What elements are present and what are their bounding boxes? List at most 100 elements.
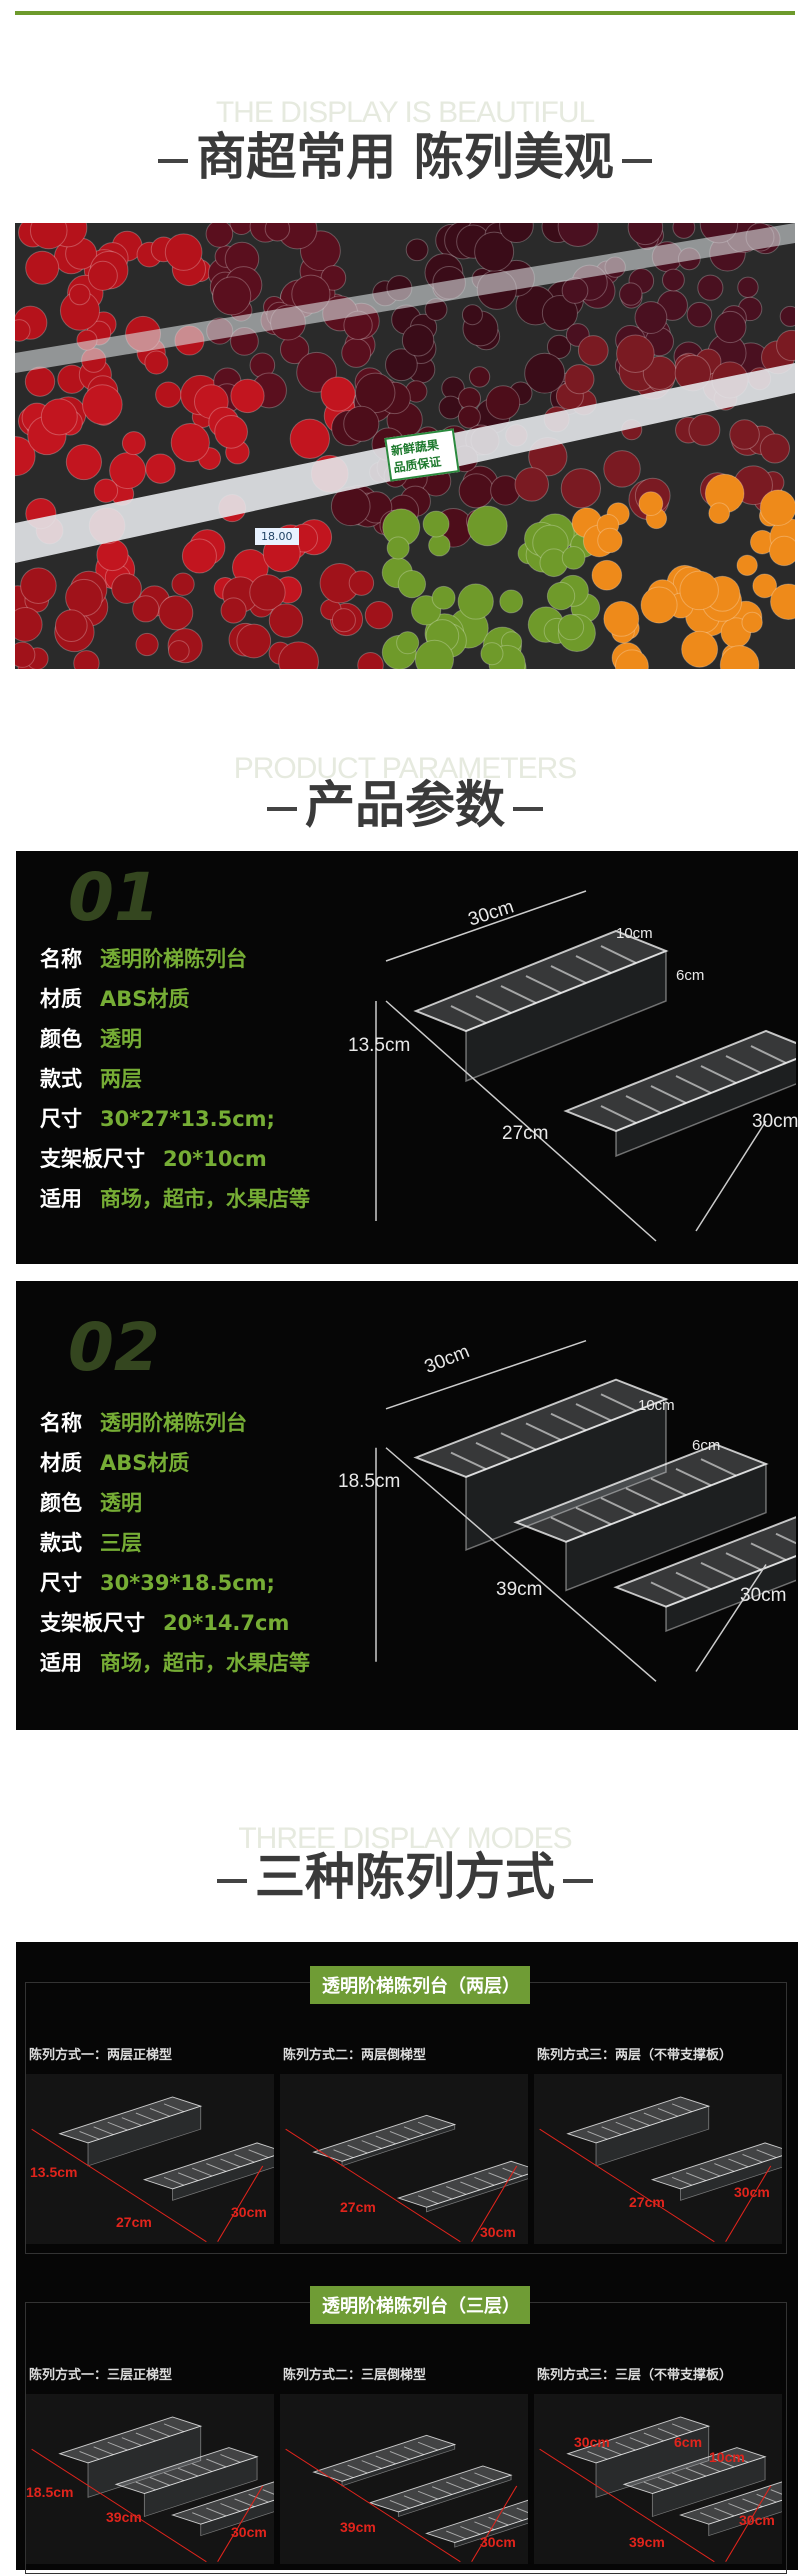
tray-slot	[657, 2108, 678, 2117]
mode-caption: 陈列方式三：两层（不带支撑板）	[537, 2048, 733, 2063]
spec-label: 颜色	[40, 1491, 82, 1515]
tray-slot	[163, 2423, 185, 2433]
stair-display-image	[375, 1340, 796, 1682]
depth-dimension-line	[539, 2128, 715, 2243]
tray-slot	[450, 1451, 487, 1471]
section-title: 商超常用 陈列美观	[0, 127, 810, 187]
spec-value: 三层	[100, 1531, 142, 1555]
spec-value: ABS材质	[100, 1451, 190, 1475]
tray-slot	[389, 2500, 410, 2509]
tray-slot	[488, 2172, 509, 2182]
dimension-label: 30cm	[480, 2534, 516, 2550]
tray-slot	[149, 2477, 170, 2486]
tray-slot	[575, 1506, 612, 1526]
spec-label: 适用	[40, 1651, 82, 1675]
dim-depth: 39cm	[496, 1579, 543, 1600]
tray-shelf	[312, 2434, 457, 2482]
tray-slot	[600, 1497, 637, 1516]
tray-slot	[431, 2486, 453, 2495]
mode-image: 39cm 30cm	[280, 2394, 528, 2564]
dimension-label: 39cm	[340, 2519, 376, 2535]
tray-shelf	[171, 2481, 274, 2525]
top-divider	[15, 11, 795, 15]
product-number: 02	[68, 1309, 160, 1386]
dimension-label: 27cm	[340, 2199, 376, 2215]
tray-front	[680, 2155, 782, 2201]
dim-riser: 6cm	[692, 1437, 721, 1454]
spec-label: 款式	[40, 1067, 82, 1091]
stair-display-image	[31, 2096, 274, 2243]
tray-front	[651, 2456, 766, 2518]
spec-value: 透明	[100, 1027, 142, 1051]
tray-shelf	[566, 2096, 711, 2144]
spec-label: 尺寸	[40, 1571, 82, 1595]
tray-slot	[135, 2112, 156, 2122]
tray-slot	[403, 2126, 424, 2136]
mode-caption: 陈列方式二：三层倒梯型	[283, 2368, 427, 2383]
tray-slot	[460, 2526, 481, 2535]
tray-slot	[149, 2108, 170, 2117]
tray-front	[708, 2499, 782, 2537]
spec-label: 名称	[40, 947, 82, 971]
tray-front	[665, 1555, 796, 1633]
tray-front	[397, 2474, 512, 2518]
width-dimension-line	[695, 1120, 767, 1232]
tray-slot	[417, 2195, 439, 2204]
tray-slot	[685, 2467, 707, 2477]
tray-slot	[361, 2460, 382, 2469]
tray-slot	[671, 2103, 693, 2113]
tray-slot	[347, 2144, 368, 2154]
tray-slot	[417, 2441, 439, 2451]
stair-display-image	[285, 2114, 528, 2243]
spec-row: 适用商场，超市，水果店等	[40, 1183, 310, 1213]
product-number: 01	[68, 859, 160, 936]
depth-dimension-line	[539, 2448, 715, 2563]
tray-slot	[375, 2135, 396, 2145]
tray-front	[172, 2155, 274, 2201]
spec-label: 适用	[40, 1187, 82, 1211]
tray-slot	[502, 2512, 523, 2521]
tray-slot	[575, 955, 612, 974]
width-dimension-line	[217, 2165, 264, 2242]
dim-width: 30cm	[752, 1111, 799, 1132]
spec-value: 商场，超市，水果店等	[100, 1651, 310, 1675]
dimension-label: 18.5cm	[26, 2484, 74, 2500]
tray-slot	[625, 1487, 662, 1506]
price-label: 18.00	[255, 528, 299, 545]
spec-value: 透明阶梯陈列台	[100, 1411, 247, 1435]
tray-slot	[728, 2503, 749, 2512]
tray-shelf	[650, 2142, 782, 2190]
tray-slot	[600, 1393, 637, 1412]
fruit-cluster	[15, 562, 393, 669]
width-dimension-line	[725, 2485, 772, 2562]
tray-front	[465, 949, 667, 1083]
spec-row: 名称透明阶梯陈列台	[40, 1407, 247, 1437]
tray-front	[143, 2456, 258, 2518]
width-dimension-line	[725, 2165, 772, 2242]
tray-slot	[460, 2477, 481, 2486]
dimension-label: 10cm	[709, 2449, 745, 2465]
supermarket-photo: 新鲜蔬果 品质保证 18.00	[15, 223, 795, 669]
tray-slot	[206, 2507, 227, 2517]
tray-slot	[262, 2489, 274, 2495]
tray-slot	[474, 2176, 495, 2186]
tray-slot	[601, 2446, 622, 2456]
tray-slot	[750, 1542, 787, 1561]
dimension-label: 39cm	[629, 2534, 665, 2550]
depth-dimension-line	[285, 2128, 461, 2243]
spec-row: 适用商场，超市，水果店等	[40, 1647, 310, 1677]
tray-front	[454, 2518, 528, 2548]
section-title-text: 三种陈列方式	[255, 1848, 555, 1906]
tray-slot	[671, 2176, 693, 2186]
spec-value: 透明	[100, 1491, 142, 1515]
tray-slot	[446, 2481, 467, 2491]
tray-slot	[657, 2477, 678, 2486]
tray-slot	[643, 2481, 664, 2491]
stair-display-image	[539, 2416, 782, 2563]
dim-width: 30cm	[740, 1585, 787, 1606]
tray-shelf	[312, 2114, 457, 2162]
tray-front	[465, 1398, 667, 1551]
